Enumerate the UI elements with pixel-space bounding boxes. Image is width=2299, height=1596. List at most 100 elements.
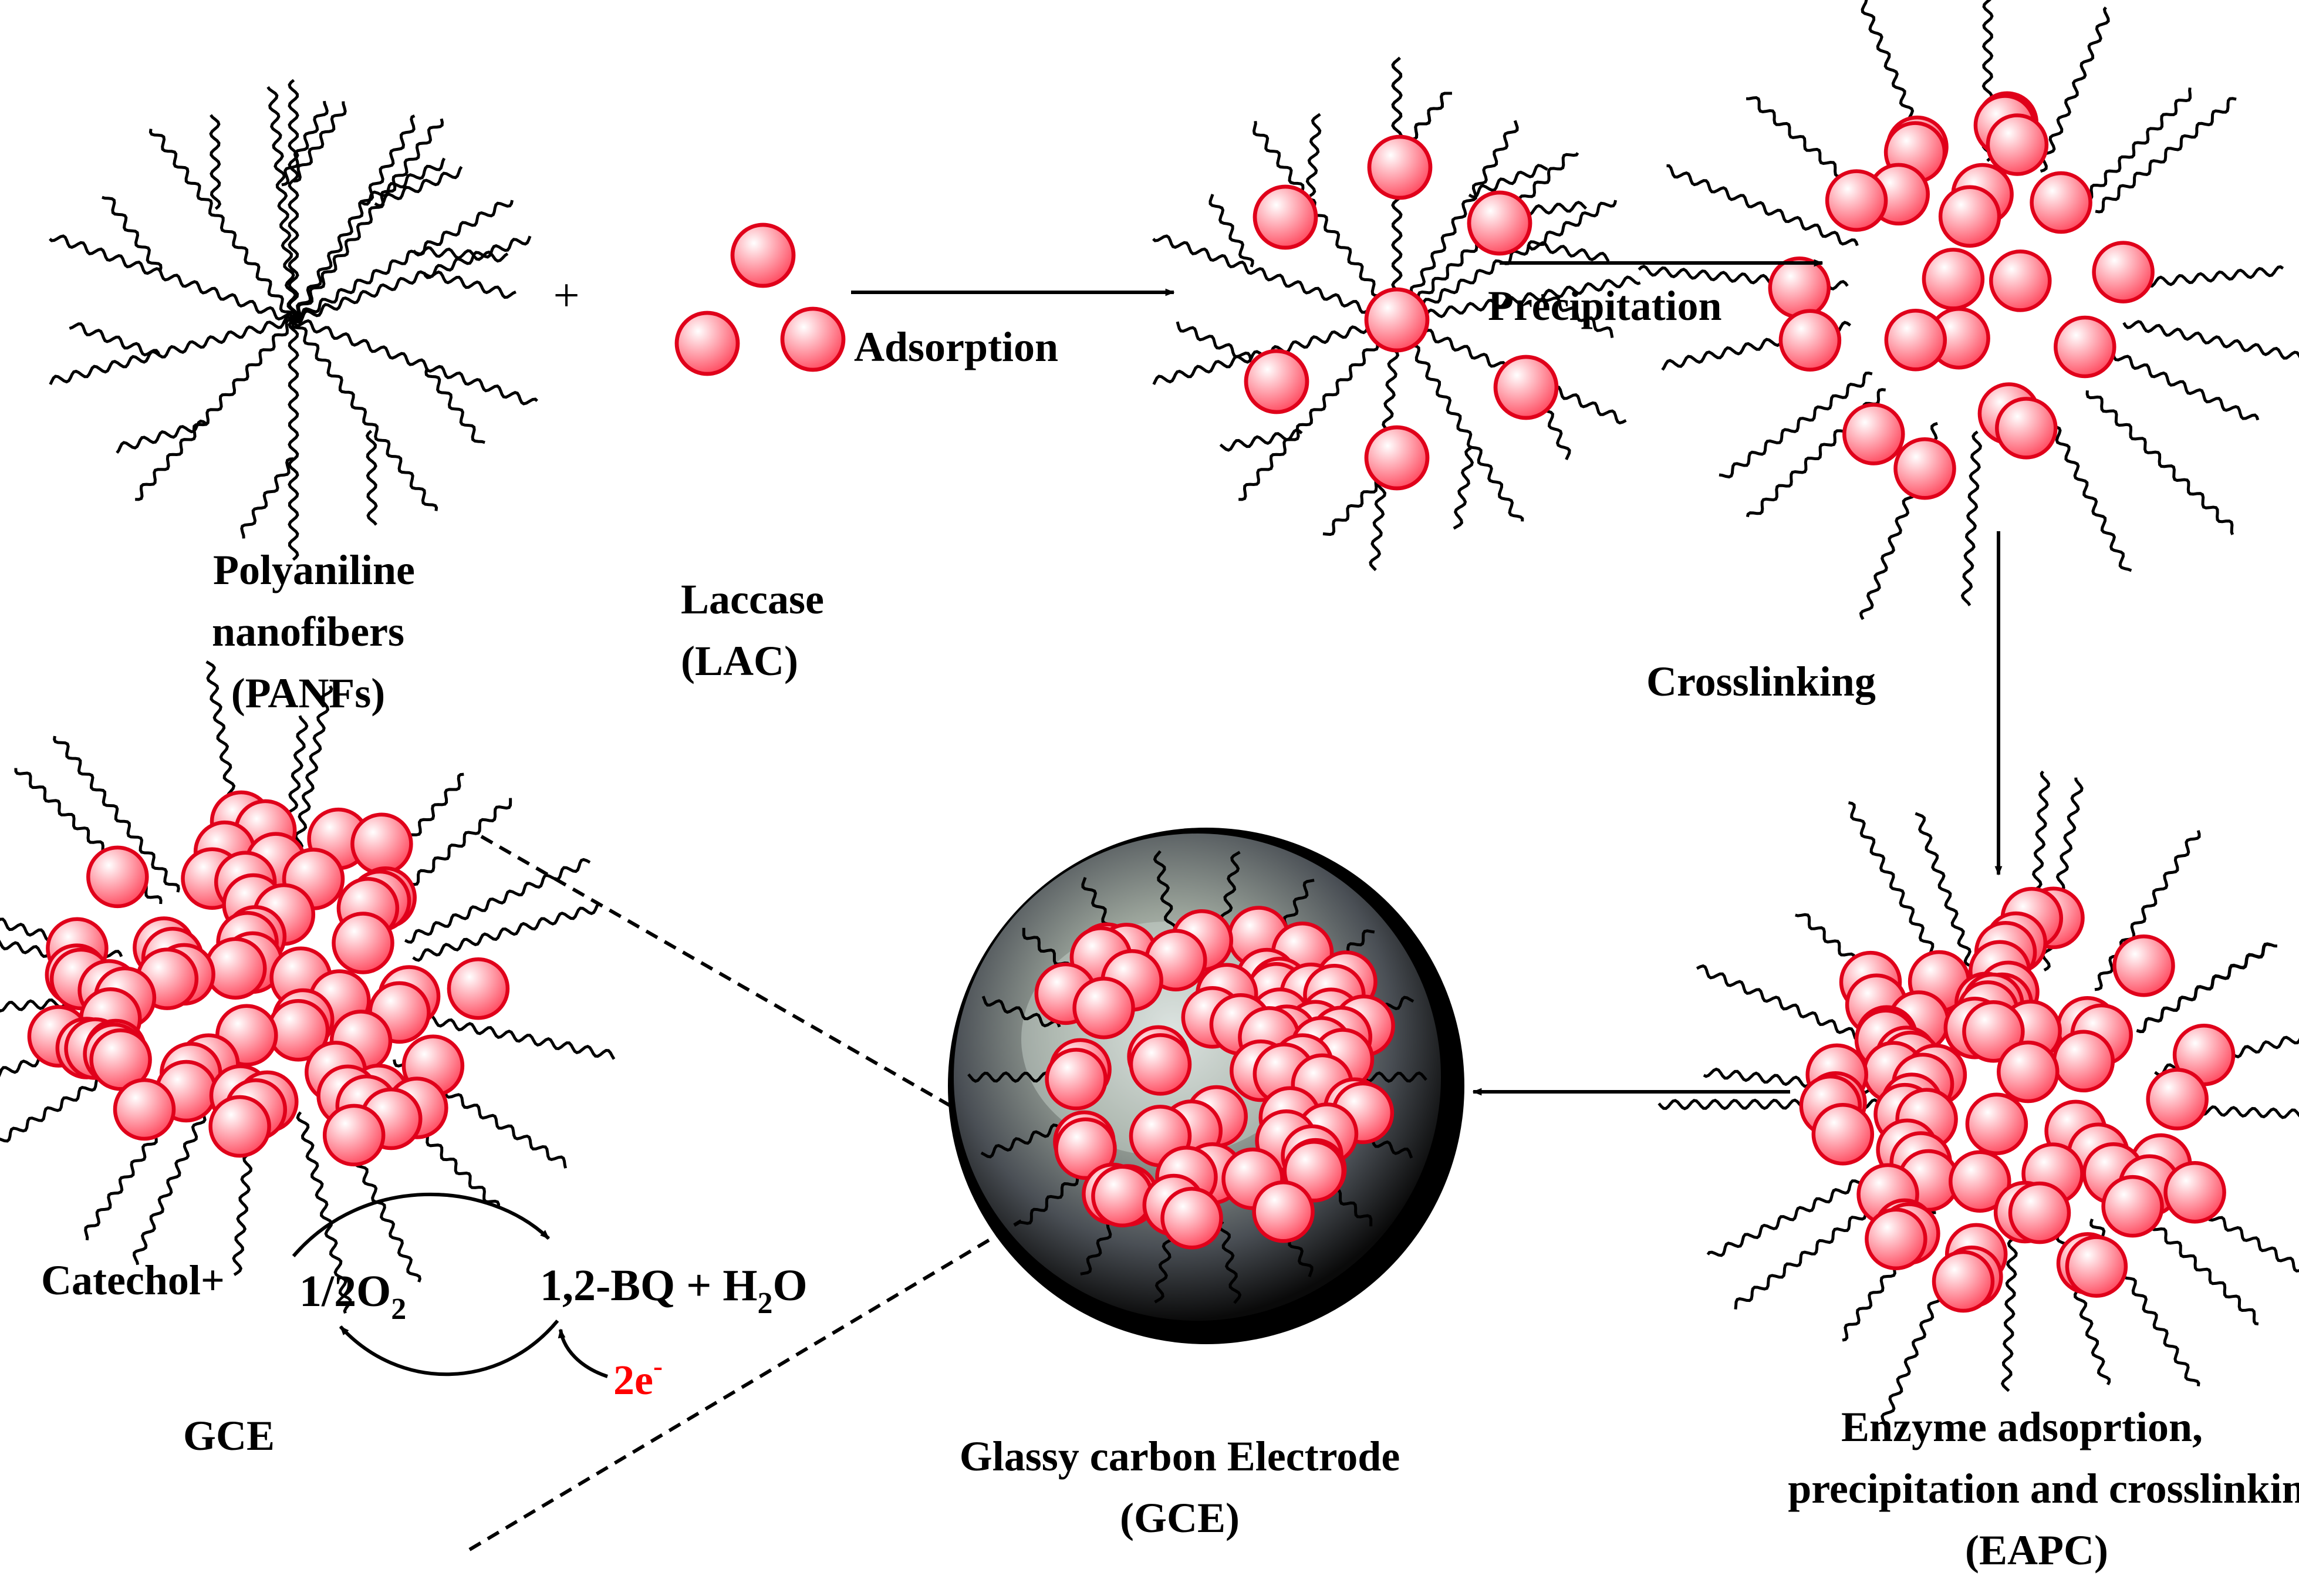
nanofiber-strand bbox=[1396, 275, 1641, 325]
nanofiber-strand bbox=[1719, 371, 1873, 479]
nanofiber-strand bbox=[1019, 1169, 1085, 1225]
laccase-enzyme-bead bbox=[1884, 309, 1947, 372]
nanofiber-strand bbox=[69, 322, 161, 357]
panfs-label-line3: (PANFs) bbox=[231, 670, 386, 717]
nanofiber-strand bbox=[1252, 121, 1399, 320]
nanofiber-strand bbox=[2136, 943, 2271, 1034]
nanofiber-strand bbox=[288, 319, 299, 561]
adsorption-label: Adsorption bbox=[854, 323, 1058, 370]
laccase-enzyme-bead bbox=[350, 812, 413, 875]
laccase-enzyme-bead bbox=[674, 311, 740, 376]
nanofiber-strand bbox=[980, 1123, 1061, 1159]
laccase-enzyme-bead bbox=[2163, 1160, 2226, 1224]
nanofiber-strand bbox=[1322, 475, 1383, 537]
zoom-line-top bbox=[480, 835, 958, 1111]
nanofiber-strand bbox=[1396, 120, 1519, 322]
nanofiber-strand bbox=[102, 195, 163, 272]
laccase-enzyme-bead bbox=[1129, 1033, 1192, 1096]
precipitation-label: Precipitation bbox=[1488, 282, 1722, 329]
nanofiber-strand bbox=[135, 318, 294, 501]
laccase-enzyme-bead bbox=[1989, 249, 2052, 312]
nanofiber-strand bbox=[49, 234, 295, 321]
laccase-enzymes bbox=[674, 222, 846, 376]
nanofiber-strand bbox=[1218, 1220, 1242, 1304]
laccase-enzyme-bead bbox=[2146, 1068, 2209, 1131]
nanofiber-strand bbox=[2122, 320, 2299, 360]
nanofiber-strand bbox=[240, 457, 294, 539]
laccase-enzyme-bead bbox=[1962, 1000, 2025, 1063]
nanofiber-strand bbox=[360, 157, 446, 206]
nanofiber-strand bbox=[2125, 265, 2284, 290]
electron-arrow bbox=[558, 1328, 608, 1378]
nanofiber-strand bbox=[292, 235, 532, 324]
laccase-enzyme-bead bbox=[1364, 425, 1430, 491]
nanofiber-strand bbox=[293, 101, 347, 183]
nanofiber-strand bbox=[422, 270, 516, 299]
nanofiber-strand bbox=[2040, 6, 2110, 173]
nanofiber-strand bbox=[1153, 850, 1177, 934]
cycle-arrow-bottom bbox=[339, 1320, 559, 1376]
nanofiber-strand bbox=[1176, 321, 1253, 360]
adsorbed-enzyme-star bbox=[1152, 56, 1641, 571]
laccase-enzyme-bead bbox=[1932, 1250, 1995, 1313]
nanofiber-strand bbox=[1394, 319, 1524, 522]
panfs-label-line1: Polyaniline bbox=[213, 546, 415, 593]
nanofiber-strand bbox=[1666, 164, 1859, 247]
nanofiber-strand bbox=[1305, 113, 1322, 197]
gce-abbrev-label: (GCE) bbox=[1120, 1494, 1240, 1541]
laccase-enzyme-bead bbox=[1865, 1207, 1927, 1271]
laccase-enzyme-bead bbox=[89, 1028, 152, 1091]
nanofiber-strand bbox=[292, 319, 538, 406]
laccase-enzyme-bead bbox=[1986, 113, 2049, 176]
laccase-enzyme-bead bbox=[208, 1095, 271, 1158]
nanofiber-strand bbox=[2084, 87, 2192, 201]
nanofiber-strand bbox=[281, 100, 329, 187]
laccase-label: Laccase bbox=[681, 576, 824, 623]
laccase-enzyme-bead bbox=[1253, 184, 1318, 250]
laccase-enzyme-bead bbox=[86, 845, 149, 909]
laccase-enzyme-bead bbox=[1072, 976, 1135, 1040]
laccase-enzyme-bead bbox=[1842, 403, 1905, 465]
laccase-enzyme-bead bbox=[332, 912, 394, 974]
nanofiber-strand bbox=[2094, 830, 2201, 991]
laccase-enzyme-bead bbox=[1493, 355, 1559, 420]
crosslinking-label: Crosslinking bbox=[1646, 658, 1876, 705]
laccase-enzyme-bead bbox=[1244, 349, 1309, 414]
nanofiber-strand bbox=[2046, 417, 2132, 572]
panfs-nanofiber-star bbox=[49, 79, 538, 561]
nanofiber-strand bbox=[290, 685, 333, 872]
laccase-enzyme-bead bbox=[1965, 1092, 2028, 1156]
nanofiber-strand bbox=[2085, 390, 2234, 535]
laccase-enzyme-bead bbox=[1995, 397, 2058, 460]
nanofiber-strand bbox=[148, 129, 296, 320]
nanofiber-strand bbox=[424, 368, 485, 444]
nanofiber-strand bbox=[1468, 164, 1548, 199]
laccase-enzyme-bead bbox=[1252, 1180, 1315, 1243]
plus-sign: + bbox=[553, 270, 579, 322]
nanofiber-strand bbox=[1453, 447, 1474, 530]
laccase-enzyme-bead bbox=[2054, 315, 2116, 379]
nanofiber-strand bbox=[2000, 1237, 2018, 1392]
nanofiber-strand bbox=[981, 996, 1061, 1028]
laccase-enzyme-bead bbox=[1811, 1103, 1875, 1166]
nanofiber-strand bbox=[414, 1014, 616, 1060]
nanofiber-strand bbox=[1915, 812, 1978, 976]
product-label: 1,2-BQ + H2O bbox=[540, 1261, 808, 1320]
laccase-enzyme-bead bbox=[447, 957, 510, 1020]
laccase-enzyme-bead bbox=[1467, 190, 1532, 256]
nanofiber-strand bbox=[1527, 241, 1610, 262]
nanofiber-strand bbox=[404, 858, 591, 944]
glassy-carbon-electrode bbox=[948, 828, 1464, 1344]
laccase-enzyme-bead bbox=[2065, 1235, 2128, 1298]
nanofiber-strand bbox=[266, 86, 299, 321]
nanofiber-strand bbox=[1152, 234, 1399, 321]
laccase-enzyme-bead bbox=[1949, 1150, 2011, 1213]
precipitated-enzyme-cluster bbox=[1638, 0, 2299, 620]
catechol-label: Catechol+ bbox=[41, 1257, 225, 1304]
laccase-enzyme-bead bbox=[2008, 1181, 2071, 1244]
cycle-arrow-top bbox=[292, 1192, 551, 1257]
nanofiber-strand bbox=[967, 1071, 1052, 1083]
laccase-enzyme-bead bbox=[1778, 309, 1842, 372]
laccase-enzyme-bead bbox=[1997, 1040, 2060, 1104]
